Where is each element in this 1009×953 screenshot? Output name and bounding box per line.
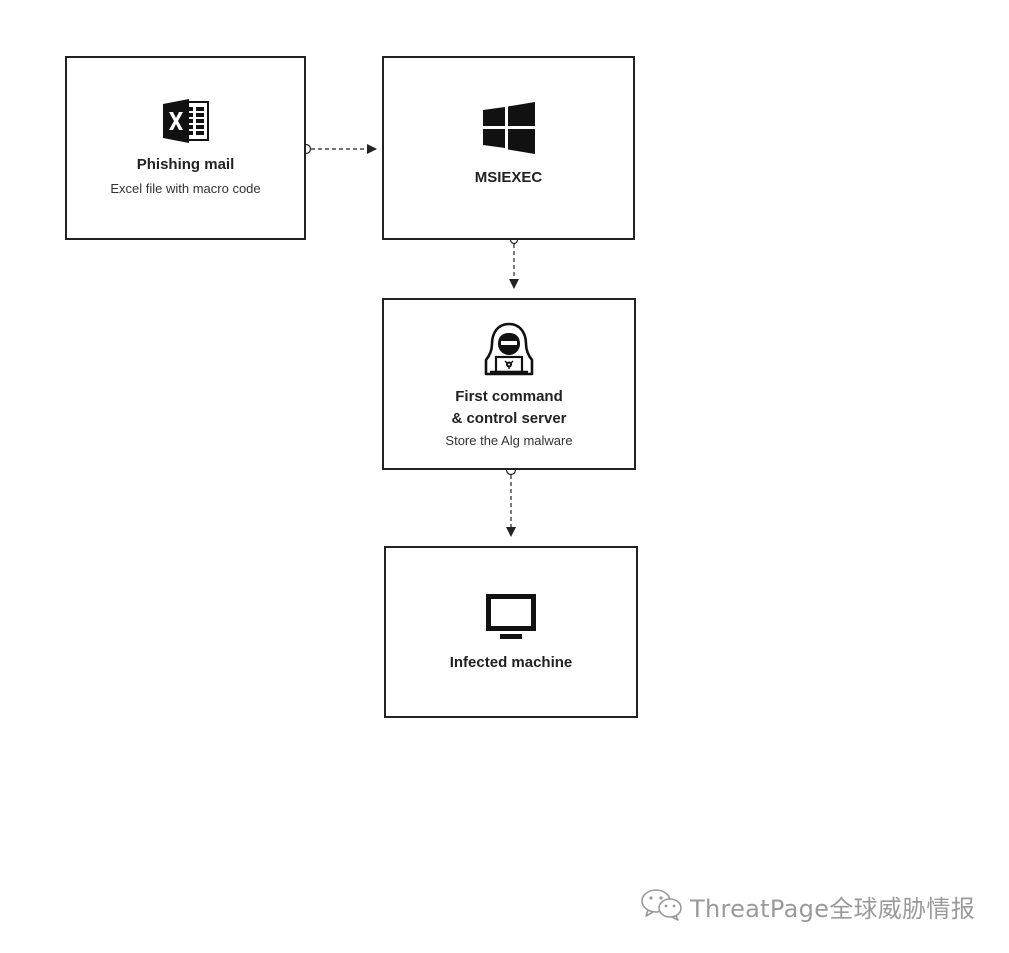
watermark: ThreatPage全球威胁情报: [640, 888, 975, 924]
node-phishing-mail: Phishing mail Excel file with macro code: [65, 56, 306, 240]
watermark-text: ThreatPage全球威胁情报: [690, 894, 975, 923]
wechat-icon: [640, 887, 684, 926]
phishing-title: Phishing mail: [136, 156, 235, 173]
c2-title-line1: First command: [455, 388, 563, 405]
node-c2-server: First command & control server Store the…: [382, 298, 636, 470]
phishing-subtitle: Excel file with macro code: [110, 181, 261, 196]
msiexec-title: MSIEXEC: [474, 169, 543, 186]
infected-title: Infected machine: [449, 654, 573, 671]
monitor-icon: [486, 594, 536, 647]
excel-icon: [162, 98, 210, 149]
edge-msiexec-to-c2: [509, 235, 519, 289]
hacker-icon: [483, 322, 535, 381]
c2-subtitle: Store the Alg malware: [445, 433, 573, 448]
edge-c2-to-infected: [505, 464, 517, 537]
edge-phishing-to-msiexec: [300, 143, 377, 155]
windows-logo-icon: [482, 102, 535, 159]
node-infected-machine: Infected machine: [384, 546, 638, 718]
node-msiexec: MSIEXEC: [382, 56, 635, 240]
c2-title-line2: & control server: [451, 410, 567, 427]
